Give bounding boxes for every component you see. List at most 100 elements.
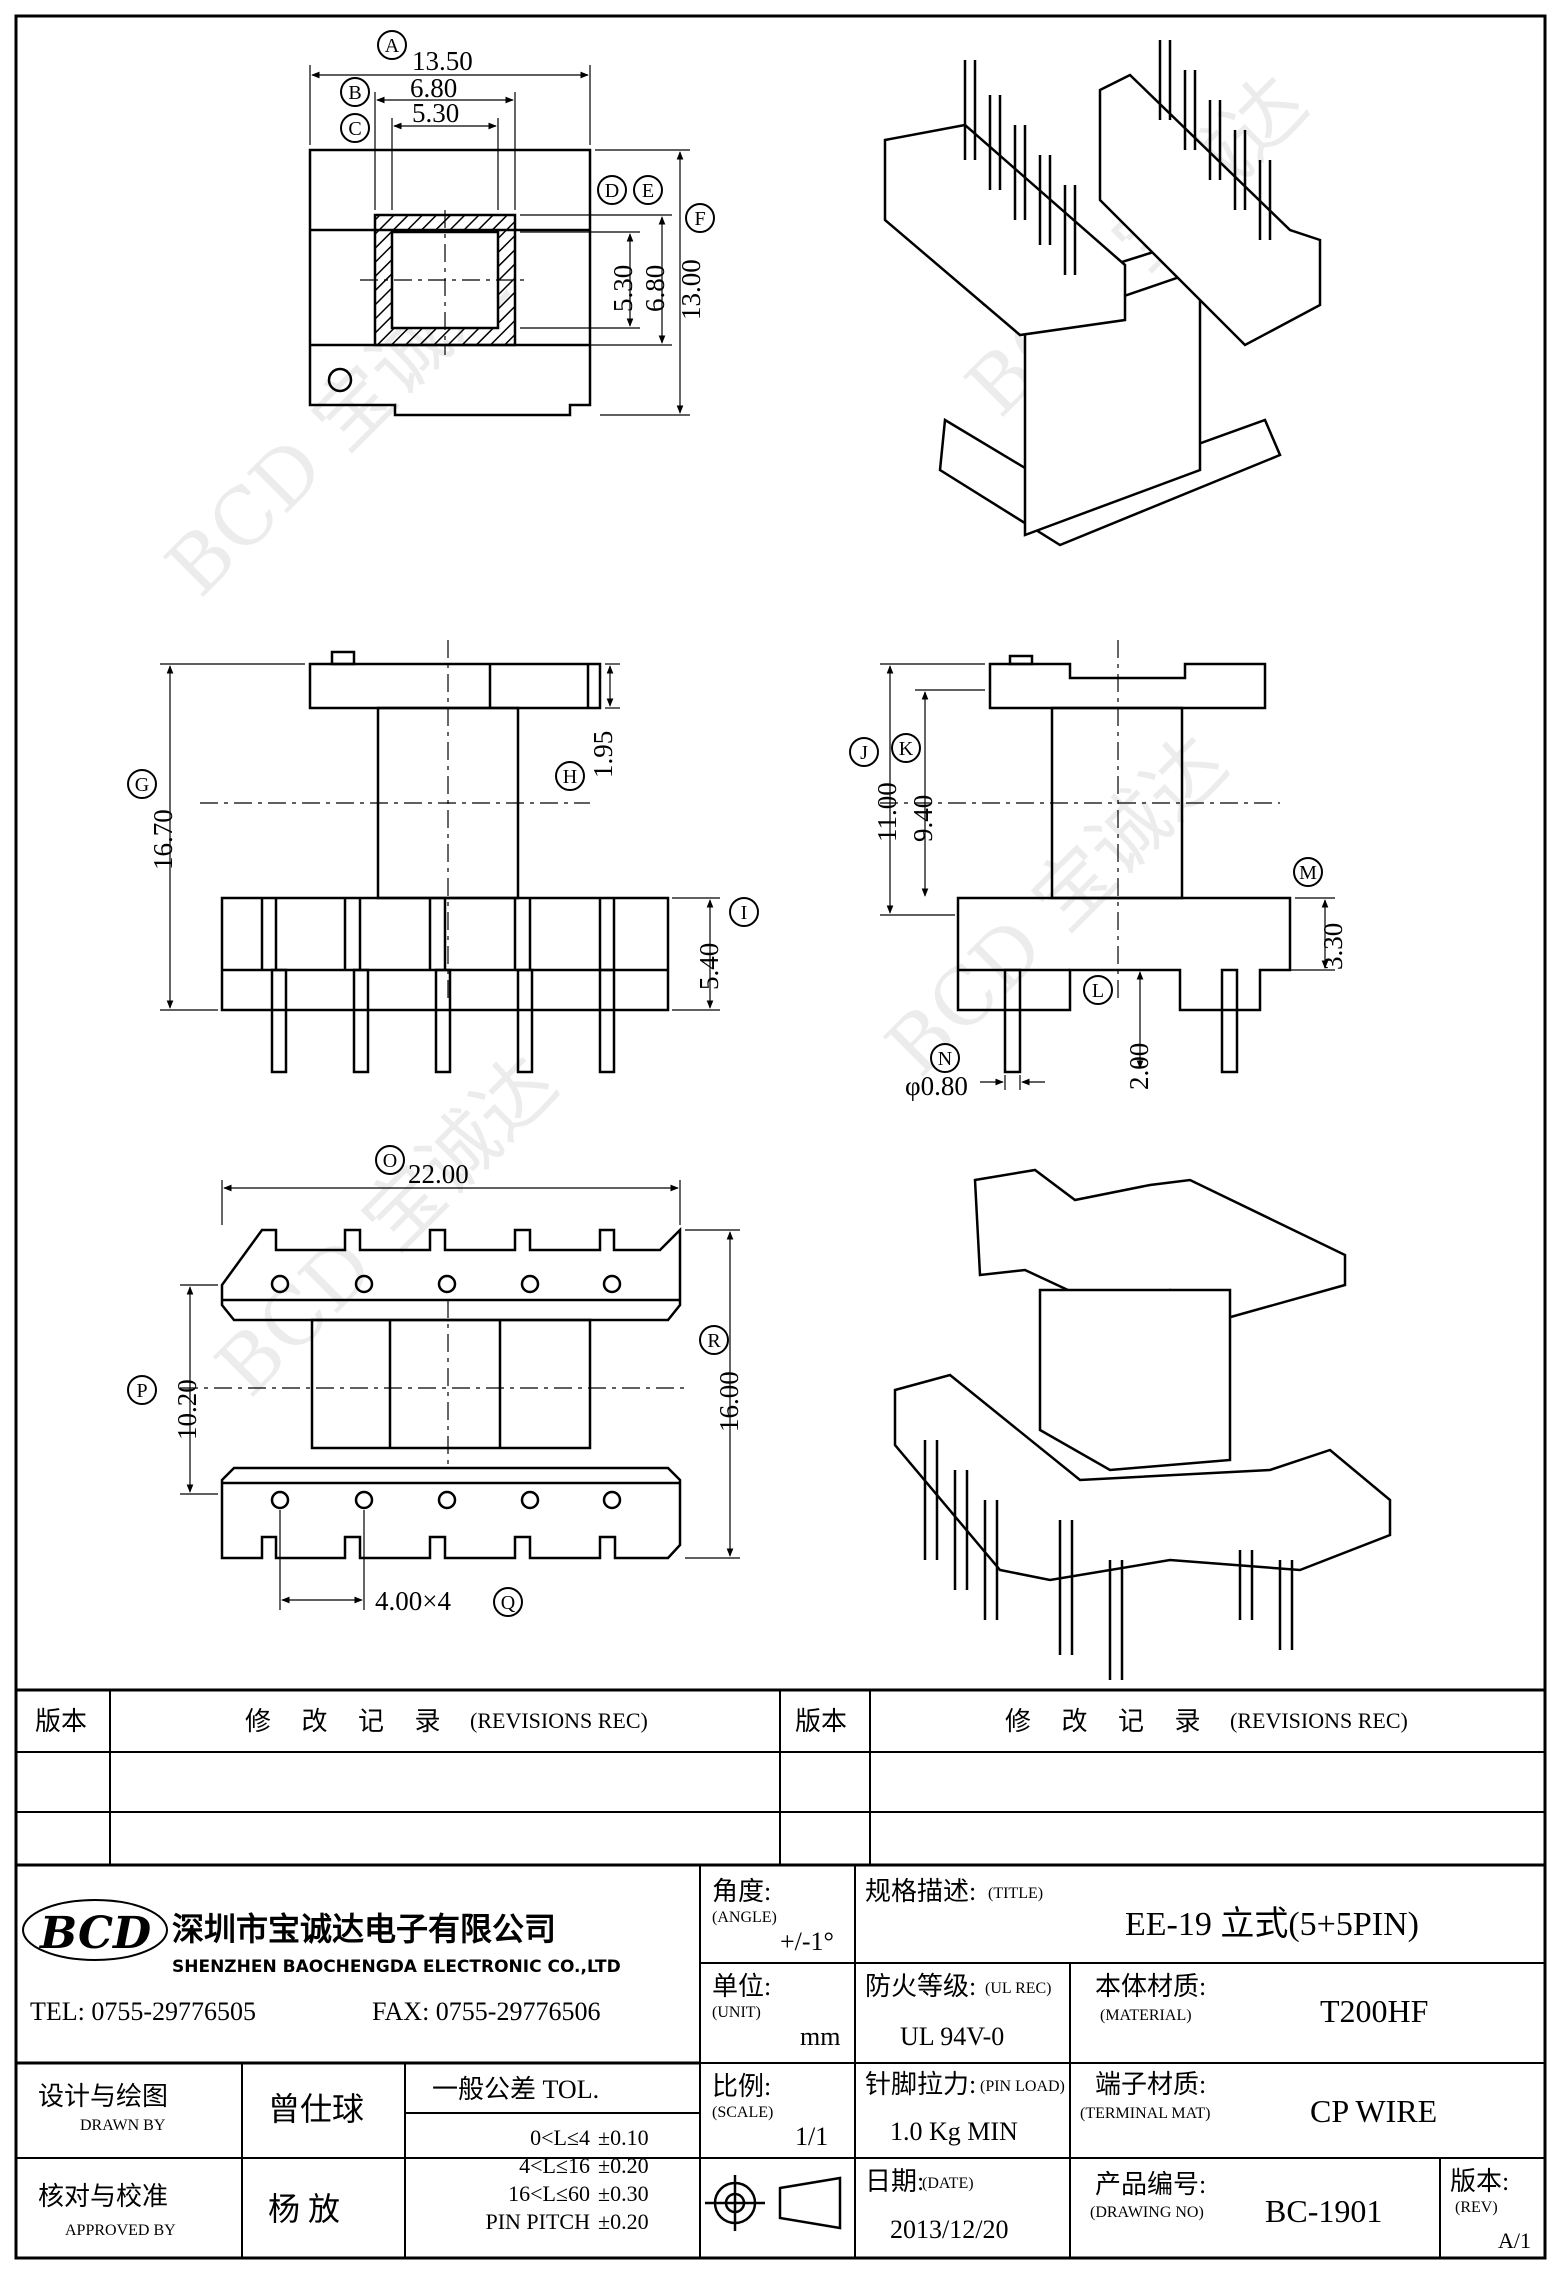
callout-circle-a <box>377 30 407 60</box>
projection-symbol-icon <box>705 2175 842 2231</box>
company-logo: BCD <box>22 1899 168 1961</box>
callout-circle-e <box>633 175 663 205</box>
ul-label-en: (UL REC) <box>985 1980 1052 1997</box>
rev-header-right: 版本 <box>795 1707 847 1736</box>
svg-text:BCD 宝诚达: BCD 宝诚达 <box>200 1039 575 1414</box>
dim-Q: 4.00×4 <box>375 1586 451 1616</box>
title-label: 规格描述: <box>865 1877 976 1906</box>
callout-circle-f <box>685 203 715 233</box>
date-label-en: (DATE) <box>922 2175 974 2192</box>
tolerance-range: 16<L≤60 <box>508 2181 590 2206</box>
dim-H: 1.95 <box>588 731 618 778</box>
approved-label-en: APPROVED BY <box>65 2222 176 2239</box>
tolerance-range: PIN PITCH <box>485 2209 590 2234</box>
drawn-label: 设计与绘图 <box>38 2082 168 2111</box>
unit-label: 单位: <box>712 1972 771 2001</box>
dim-R: 16.00 <box>714 1371 744 1432</box>
title-block-grid <box>16 1865 1545 2258</box>
callout-letter-g: G <box>135 774 149 796</box>
callout-letter-j: J <box>860 742 868 764</box>
callout-circle-g <box>127 769 157 799</box>
unit-value: mm <box>800 2022 840 2051</box>
scale-label-en: (SCALE) <box>712 2104 773 2121</box>
rev-label: 版本: <box>1450 2167 1509 2196</box>
svg-text:BCD: BCD <box>38 1908 151 1959</box>
callout-circle-h <box>555 761 585 791</box>
rec-header-right-en: (REVISIONS REC) <box>1230 1708 1408 1733</box>
ul-value: UL 94V-0 <box>900 2022 1004 2051</box>
approved-label: 核对与校准 <box>38 2182 168 2211</box>
callout-letter-f: F <box>694 208 705 230</box>
callout-circle-p <box>127 1375 157 1405</box>
bottom-view <box>180 1180 740 1610</box>
dim-K: 9.40 <box>908 795 938 842</box>
callout-letter-k: K <box>899 738 914 760</box>
dim-D: 5.30 <box>608 265 638 312</box>
terminal-label: 端子材质: <box>1095 2070 1206 2099</box>
dim-B: 6.80 <box>410 73 457 103</box>
dim-E: 6.80 <box>640 265 670 312</box>
dim-I: 5.40 <box>694 943 724 990</box>
scale-label: 比例: <box>712 2072 771 2101</box>
dim-J: 11.00 <box>872 782 902 842</box>
callout-letter-m: M <box>1299 862 1317 884</box>
callout-circle-m <box>1293 857 1323 887</box>
sheet-border <box>14 14 1547 2260</box>
rev-label-en: (REV) <box>1455 2199 1498 2216</box>
tolerance-value: ±0.20 <box>598 2153 649 2178</box>
callout-letter-h: H <box>563 766 577 788</box>
company-name-cn: 深圳市宝诚达电子有限公司 <box>172 1910 556 1948</box>
pinload-value: 1.0 Kg MIN <box>890 2117 1018 2146</box>
drawing-no-value: BC-1901 <box>1265 2193 1382 2229</box>
dim-A: 13.50 <box>412 46 473 76</box>
pinload-label-en: (PIN LOAD) <box>980 2078 1065 2095</box>
date-label: 日期: <box>865 2167 924 2196</box>
callout-letter-r: R <box>707 1330 721 1352</box>
front-view <box>160 640 720 1074</box>
callout-letter-l: L <box>1092 980 1104 1002</box>
callout-letter-e: E <box>642 180 654 202</box>
callout-circle-n <box>930 1043 960 1073</box>
title-value: EE-19 立式(5+5PIN) <box>1125 1905 1419 1943</box>
unit-label-en: (UNIT) <box>712 2004 761 2021</box>
bottom-view-dims: 22.00 10.20 16.00 4.00×4 <box>172 1159 744 1616</box>
tolerance-value: ±0.20 <box>598 2209 649 2234</box>
drawn-value: 曾仕球 <box>268 2091 364 2127</box>
rev-header-left: 版本 <box>35 1707 87 1736</box>
dim-L: 2.00 <box>1124 1043 1154 1090</box>
tolerance-value: ±0.10 <box>598 2125 649 2150</box>
material-label-en: (MATERIAL) <box>1100 2007 1192 2024</box>
dim-C: 5.30 <box>412 98 459 128</box>
rec-header-left-en: (REVISIONS REC) <box>470 1708 648 1733</box>
dim-P: 10.20 <box>172 1379 202 1440</box>
callout-circle-o <box>375 1145 405 1175</box>
callout-letter-d: D <box>605 180 619 202</box>
angle-label-en: (ANGLE) <box>712 1909 777 1926</box>
isometric-view-top <box>883 40 1322 547</box>
callout-circle-d <box>597 175 627 205</box>
terminal-label-en: (TERMINAL MAT) <box>1080 2105 1211 2122</box>
approved-value: 杨 放 <box>268 2191 340 2227</box>
rec-header-left: 修 改 记 录 <box>245 1707 453 1736</box>
callout-letter-q: Q <box>501 1592 516 1614</box>
terminal-value: CP WIRE <box>1310 2093 1437 2129</box>
rev-value: A/1 <box>1498 2228 1531 2253</box>
date-value: 2013/12/20 <box>890 2215 1008 2244</box>
dim-N: φ0.80 <box>905 1071 968 1101</box>
callout-letter-b: B <box>348 82 361 104</box>
callout-circle-c <box>340 113 370 143</box>
tolerance-range: 4<L≤16 <box>519 2153 590 2178</box>
callout-circle-r <box>699 1325 729 1355</box>
tolerance-value: ±0.30 <box>598 2181 649 2206</box>
dim-F: 13.00 <box>676 259 706 320</box>
callout-letter-n: N <box>938 1048 952 1070</box>
side-view <box>880 640 1335 1090</box>
revision-table <box>16 1688 1545 1867</box>
callout-letter-c: C <box>348 118 361 140</box>
drawing-no-label: 产品编号: <box>1095 2170 1206 2199</box>
svg-text:BCD 宝诚达: BCD 宝诚达 <box>870 719 1245 1094</box>
top-view <box>308 65 690 417</box>
